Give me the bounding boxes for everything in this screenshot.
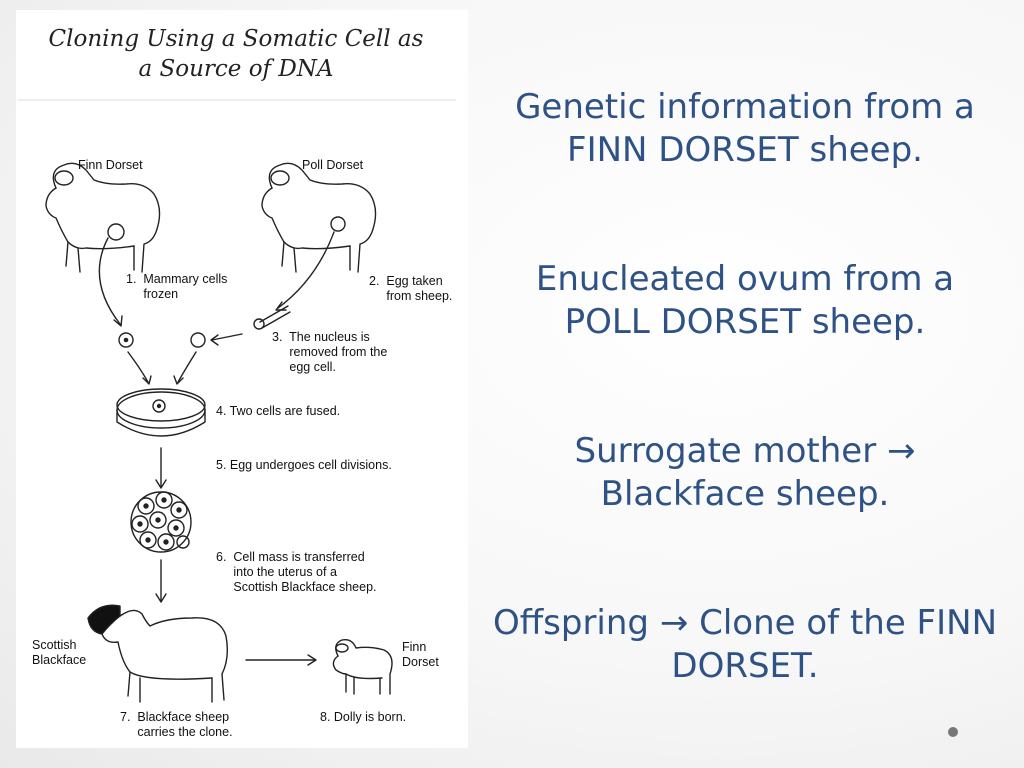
label-step-2: 2. Egg taken from sheep. <box>369 274 453 303</box>
diagram-title-line-2: a Source of DNA <box>138 56 334 82</box>
label-step-4: 4. Two cells are fused. <box>216 404 341 418</box>
label-step-6: 6. Cell mass is transferred into the ute… <box>216 550 377 594</box>
point-genetic-information: Genetic information from a FINN DORSET s… <box>515 87 975 170</box>
diagram-drawing <box>18 99 456 703</box>
label-step-1: 1. Mammary cells frozen <box>126 272 228 301</box>
label-step-8: 8. Dolly is born. <box>320 710 407 724</box>
blackface-sheep-illustration <box>87 604 229 703</box>
label-step-7: 7. Blackface sheep carries the clone. <box>120 710 233 739</box>
label-step-3: 3. The nucleus is removed from the egg c… <box>272 330 388 374</box>
point-offspring-clone: Offspring → Clone of the FINN DORSET. <box>492 603 998 686</box>
finn-dorset-sheep-illustration <box>45 162 161 273</box>
label-scottish-blackface: Scottish Blackface <box>32 638 87 667</box>
cloning-diagram: Cloning Using a Somatic Cell as a Source… <box>16 10 468 748</box>
label-finn-dorset-bottom: Finn Dorset <box>402 640 439 669</box>
point-enucleated-ovum: Enucleated ovum from a POLL DORSET sheep… <box>535 259 955 342</box>
label-step-5: 5. Egg undergoes cell divisions. <box>216 458 392 472</box>
cell-mass-illustration <box>130 491 192 553</box>
point-surrogate-mother: Surrogate mother → Blackface sheep. <box>574 431 916 514</box>
slide-marker-dot <box>948 727 958 737</box>
dolly-lamb-illustration <box>332 638 393 695</box>
diagram-title-line-1: Cloning Using a Somatic Cell as <box>48 26 424 52</box>
poll-dorset-sheep-illustration <box>261 162 377 273</box>
label-poll-dorset-top: Poll Dorset <box>302 158 364 172</box>
label-finn-dorset-top: Finn Dorset <box>78 158 143 172</box>
